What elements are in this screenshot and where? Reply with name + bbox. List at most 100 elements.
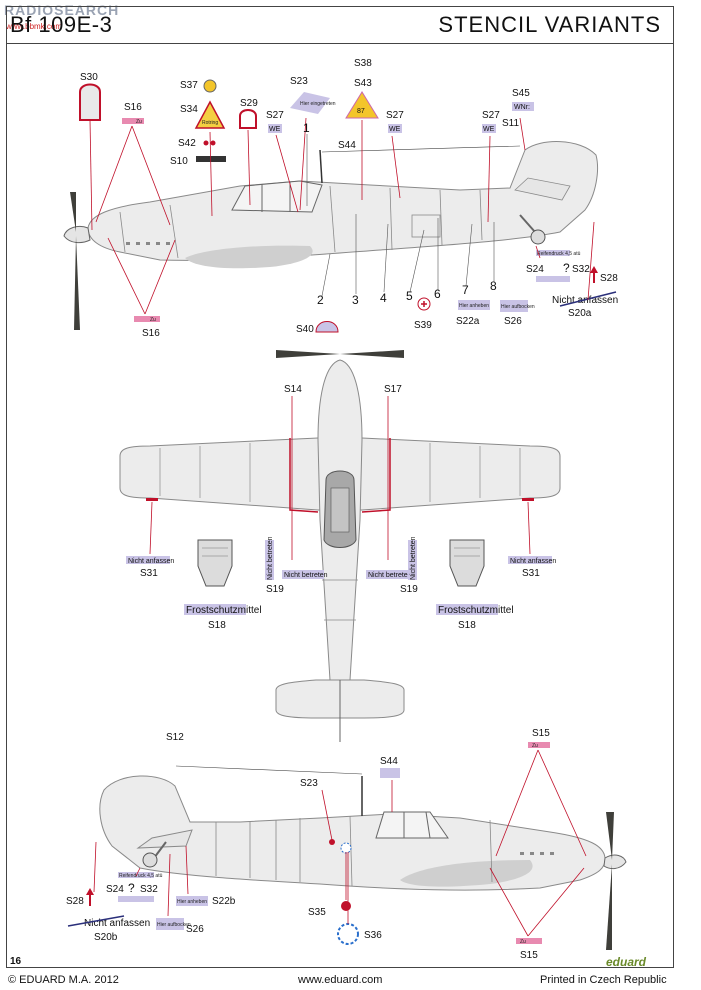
position-2: 2: [317, 293, 324, 307]
stencil-s23-plate: [290, 92, 330, 114]
stencil-s45: [512, 102, 534, 111]
tail-wheel-right: [142, 852, 158, 868]
zu-text-right-top: Zu: [532, 743, 538, 749]
position-6: 6: [434, 287, 441, 301]
side-right-callout-labels: S12 S15 S44 S23 S28 S24 S32 S20b S26 S22…: [66, 728, 550, 961]
page-title-right: STENCIL VARIANTS: [438, 12, 661, 37]
stencil-s16-top: [122, 118, 144, 124]
callout-s16-bottom: S16: [142, 328, 160, 339]
frostschutzmittel-right: Frostschutzmittel: [438, 605, 514, 616]
rotring-text: Rotring: [202, 120, 218, 126]
spinner-right: [603, 854, 627, 870]
callout-s30: S30: [80, 72, 98, 83]
top-view: [119, 350, 561, 742]
stencil-s27b: [388, 124, 402, 133]
callout-s42: S42: [178, 138, 196, 149]
callout-s40: S40: [296, 324, 314, 335]
stencil-s22b: [176, 896, 208, 906]
position-4: 4: [380, 291, 387, 305]
propeller-left-lower: [74, 236, 80, 330]
callout-s18-right: S18: [458, 620, 476, 631]
stencil-s35: [341, 901, 351, 911]
callout-s14: S14: [284, 384, 302, 395]
callout-s15-bottom: S15: [520, 950, 538, 961]
tailplane-left: [514, 177, 571, 201]
callout-s24-right: S24: [106, 884, 124, 895]
hier-aufbocken-text-b: Hier aufbocken: [157, 922, 191, 928]
position-3: 3: [352, 293, 359, 307]
nicht-betreten-vertical-left: Nicht betreten: [267, 536, 274, 580]
stencil-s36: [337, 923, 359, 945]
reifendruck-text-a: Reifendruck 4,5 atü: [537, 251, 581, 257]
top-view-stencils: Nicht anfassen Nicht anfassen Frostschut…: [126, 536, 556, 616]
question-glyph-s24b: ?: [128, 881, 135, 895]
wing-root-shadow-right: [400, 860, 533, 887]
stencil-s26: [500, 300, 528, 312]
we-text-b: WE: [389, 126, 401, 133]
stencil-s37-disc: [203, 79, 217, 93]
side-view-right: [99, 765, 627, 950]
callout-s16-top: S16: [124, 102, 142, 113]
stencil-s34-triangle: [194, 100, 226, 129]
nicht-betreten-horizontal-left: Nicht betreten: [284, 572, 328, 579]
propeller-right-upper: [606, 812, 614, 860]
zu-text-right-bottom: Zu: [520, 939, 526, 945]
footer-copyright: © EDUARD M.A. 2012: [8, 974, 119, 986]
callout-s23-left: S23: [290, 76, 308, 87]
spinner-left: [63, 225, 91, 244]
stencil-s27a: [268, 124, 282, 133]
callout-s28-left: S28: [600, 273, 618, 284]
hier-eingetreten-text: Hier eingetreten: [300, 101, 336, 107]
callout-s31-right: S31: [522, 568, 540, 579]
stencil-s16-bottom: [134, 316, 160, 322]
hier-aufbocken-text-a: Hier aufbocken: [501, 304, 535, 310]
callout-s32-left: S32: [572, 264, 590, 275]
header-divider: [6, 43, 673, 44]
footer-website[interactable]: www.eduard.com: [298, 974, 383, 986]
propeller-top-left: [276, 350, 340, 358]
callout-s29: S29: [240, 98, 258, 109]
top-view-callout-labels: S14 S17 S31 S31 S19 S19 S18 S18: [140, 384, 540, 631]
stencil-s44-right: [380, 768, 400, 778]
stencil-s19-left-vertical: [265, 540, 274, 580]
side-left-stencils: Rotring Hier eingetreten 87 WE WE WE WNr…: [79, 79, 618, 333]
question-glyph-s24a: ?: [563, 261, 570, 275]
callout-s44-left: S44: [338, 140, 356, 151]
nicht-anfassen-s31-left: Nicht anfassen: [128, 558, 174, 565]
nicht-betreten-vertical-right: Nicht betreten: [410, 536, 417, 580]
stencil-s24-upper: [536, 250, 570, 256]
hier-anheben-text-a: Hier anheben: [459, 303, 489, 309]
callout-s22b: S22b: [212, 896, 236, 907]
nicht-anfassen-s31-right: Nicht anfassen: [510, 558, 556, 565]
stencil-s15-top: [528, 742, 550, 748]
callout-s37: S37: [180, 80, 198, 91]
stencil-s43-triangle: [345, 91, 379, 119]
stencil-s18-left: [184, 604, 246, 615]
callout-s20a: S20a: [568, 308, 592, 319]
radiator-left: [197, 539, 233, 587]
position-7: 7: [462, 283, 469, 297]
side-view-left: [63, 141, 599, 330]
stencil-s19-right-vertical: [408, 540, 417, 580]
canopy-left: [231, 180, 323, 213]
frostschutzmittel-left: Frostschutzmittel: [186, 605, 262, 616]
callout-s26-left: S26: [504, 316, 522, 327]
callout-s18-left: S18: [208, 620, 226, 631]
stencil-s27c: [482, 124, 496, 133]
top-view-leaders: [149, 396, 531, 560]
callout-s45: S45: [512, 88, 530, 99]
callout-s31-left: S31: [140, 568, 158, 579]
stencil-s26-right: [156, 918, 184, 930]
werknr-text: WNr:: [514, 104, 530, 111]
page-frame: [6, 6, 674, 968]
callout-s43: S43: [354, 78, 372, 89]
propeller-top-right: [340, 350, 404, 358]
stencil-s19-left-horizontal: [282, 570, 324, 579]
callout-s27-c: S27: [482, 110, 500, 121]
footer-printed: Printed in Czech Republic: [540, 974, 667, 986]
fuselage-right: [99, 775, 606, 891]
we-text-a: WE: [269, 126, 281, 133]
callout-s44-right: S44: [380, 756, 398, 767]
position-1: 1: [303, 121, 310, 135]
